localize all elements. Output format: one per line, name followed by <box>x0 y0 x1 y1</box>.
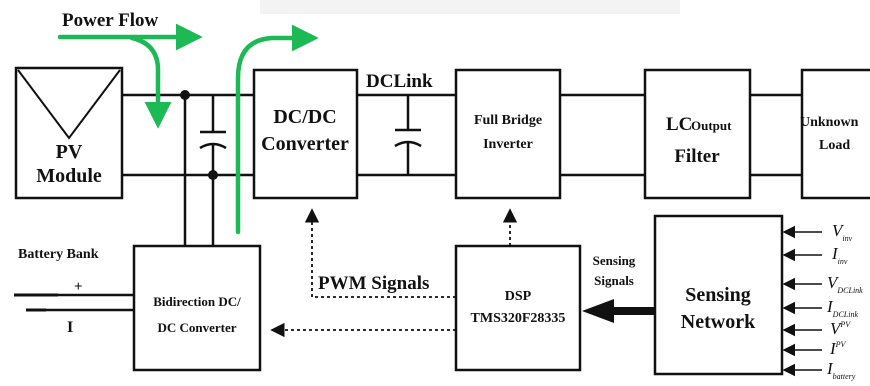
inverter-block: Full Bridge Inverter <box>454 68 562 200</box>
battery-icon <box>14 293 58 312</box>
load-label-2: Load <box>819 138 850 153</box>
sensor-input-arrows <box>782 225 822 377</box>
vinv-symbol: V <box>832 221 845 240</box>
pwm-signals-label: PWM Signals <box>318 273 429 294</box>
power-flow-arrows <box>57 23 319 235</box>
dsp-label-1: DSP <box>505 289 532 304</box>
lc-filter-block: LC Output Filter <box>643 68 752 200</box>
ipv-subscript: PV <box>835 340 847 349</box>
ipv-symbol: I <box>829 339 837 358</box>
pv-module-label-2: Module <box>36 165 102 187</box>
sensing-signals-label-1: Sensing <box>593 253 636 268</box>
battery-plus-sign: + <box>74 279 83 295</box>
dclink-capacitor-icon <box>394 128 422 148</box>
battery-bank-label: Battery Bank <box>18 247 99 262</box>
sensing-network-block: Sensing Network <box>653 214 784 376</box>
dcdc-converter-block: DC/DC Converter <box>252 68 359 200</box>
output-label: Output <box>691 118 732 133</box>
load-label-1: Unknown <box>800 115 859 130</box>
pwm-label-bg <box>316 270 454 294</box>
junction-dot <box>180 90 190 100</box>
sensing-signals-label-2: Signals <box>594 273 634 288</box>
lc-label: LC <box>666 114 692 135</box>
vdclink-subscript: DCLink <box>836 286 863 295</box>
vpv-subscript: PV <box>839 320 851 329</box>
load-block: Unknown Load <box>800 68 870 200</box>
iinv-symbol: I <box>831 244 839 263</box>
sensing-network-label-2: Network <box>681 311 756 333</box>
bidirectional-converter-block: Bidirection DC/ DC Converter <box>132 244 262 372</box>
svg-text:VPV: VPV <box>830 319 851 338</box>
pv-module-block: PV Module <box>14 66 124 200</box>
inverter-label-1: Full Bridge <box>474 113 542 128</box>
svg-text:Ibattery: Ibattery <box>826 359 856 381</box>
idclink-subscript: DCLink <box>832 310 859 319</box>
capacitor-icon <box>199 130 227 150</box>
battery-minus-sign: I <box>67 319 73 336</box>
svg-text:VDCLink: VDCLink <box>827 273 863 295</box>
dc-bus-lines <box>35 93 802 312</box>
vdclink-symbol: V <box>827 273 840 292</box>
vpv-symbol: V <box>830 319 843 338</box>
control-signal-lines <box>270 208 518 338</box>
idclink-symbol: I <box>826 297 834 316</box>
ibattery-symbol: I <box>826 359 834 378</box>
bidirectional-label-2: DC Converter <box>157 320 236 335</box>
svg-text:IDCLink: IDCLink <box>826 297 858 319</box>
dclink-label: DCLink <box>366 71 433 92</box>
inverter-label-2: Inverter <box>483 137 533 152</box>
filter-label: Filter <box>674 146 720 167</box>
sensor-input-labels: Vinv Iinv VDCLink IDCLink VPV IPV Ibatte… <box>826 221 863 381</box>
svg-text:Vinv: Vinv <box>832 221 853 243</box>
sensing-signals-arrow <box>582 299 655 323</box>
pv-module-label-1: PV <box>56 141 83 163</box>
dcdc-label-2: Converter <box>261 133 349 155</box>
junction-dot <box>208 170 218 180</box>
vinv-subscript: inv <box>842 234 852 243</box>
svg-text:Iinv: Iinv <box>831 244 848 266</box>
ibattery-subscript: battery <box>833 372 856 381</box>
svg-text:IPV: IPV <box>829 339 847 358</box>
power-flow-label: Power Flow <box>62 10 158 31</box>
iinv-subscript: inv <box>838 257 848 266</box>
watermark-band <box>260 0 680 14</box>
sensing-network-label-1: Sensing <box>685 284 751 306</box>
bidirectional-label-1: Bidirection DC/ <box>153 294 241 309</box>
dsp-label-2: TMS320F28335 <box>471 311 566 326</box>
dcdc-label-1: DC/DC <box>273 106 336 128</box>
dsp-block: DSP TMS320F28335 <box>454 244 582 372</box>
